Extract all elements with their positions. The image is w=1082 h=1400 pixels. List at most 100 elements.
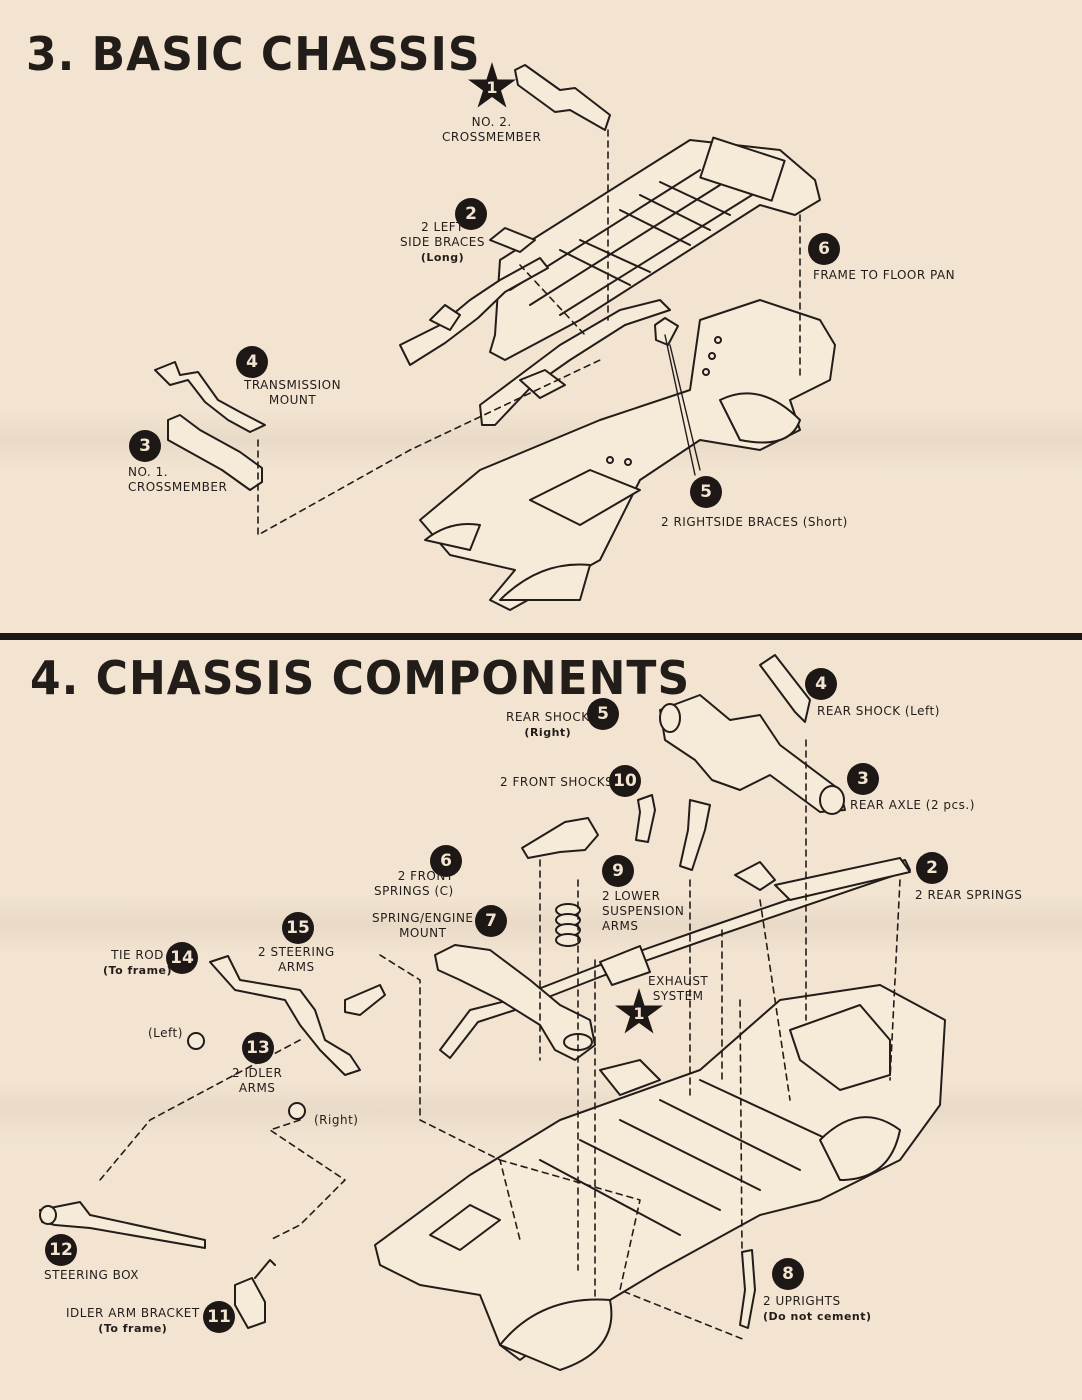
label-rear-shock-right: REAR SHOCK (Right) (506, 710, 590, 740)
label-idler-arms: 2 IDLER ARMS (232, 1066, 282, 1096)
idler-arm-left-part (187, 1032, 205, 1050)
lower-suspension-arm-part (521, 817, 599, 859)
label-line: ARMS (238, 1081, 276, 1095)
callout-badge-4: 4 (236, 346, 268, 378)
section-divider (0, 633, 1082, 640)
label-left-side-braces: 2 LEFT SIDE BRACES (Long) (400, 220, 485, 265)
frame-crossbars (559, 181, 731, 286)
label-frame-to-floor-pan: FRAME TO FLOOR PAN (813, 268, 955, 283)
no1-crossmember-part (167, 414, 263, 491)
callout-badge-5: 5 (690, 476, 722, 508)
callout-badge-13: 13 (242, 1032, 274, 1064)
label-line: 2 REAR SPRINGS (915, 888, 1023, 902)
upright-part (739, 1249, 756, 1329)
spring-engine-mount-part (434, 944, 596, 1061)
callout-badge-6: 6 (808, 233, 840, 265)
tie-rod-part (209, 955, 361, 1076)
label-exhaust-system: EXHAUST SYSTEM (648, 974, 708, 1004)
label-line: ARMS (602, 919, 639, 933)
front-spring-part (555, 903, 581, 947)
label-line: REAR SHOCK (Left) (817, 704, 940, 718)
callout-badge-4: 4 (805, 668, 837, 700)
chassis-components-diagram (39, 654, 946, 1371)
label-line: 2 LOWER (602, 889, 661, 903)
callout-badge-12: 12 (45, 1234, 77, 1266)
idler-arm-bracket-part (234, 1277, 266, 1329)
label-line: (Do not cement) (763, 1310, 872, 1323)
callout-badge-6: 6 (430, 845, 462, 877)
label-line: (To frame) (98, 1322, 168, 1335)
callout-badge-9: 9 (602, 855, 634, 887)
label-line: STEERING BOX (44, 1268, 139, 1282)
callout-badge-5: 5 (587, 698, 619, 730)
label-tie-rod: TIE ROD (To frame) (103, 948, 172, 978)
label-line: SPRING/ENGINE (372, 911, 474, 925)
section-title-chassis-components: 4. CHASSIS COMPONENTS (30, 652, 691, 706)
callout-badge-7: 7 (475, 905, 507, 937)
right-side-brace-part (654, 317, 679, 346)
callout-badge-15: 15 (282, 912, 314, 944)
label-line: 2 RIGHTSIDE BRACES (Short) (661, 515, 848, 529)
label-steering-box: STEERING BOX (44, 1268, 139, 1283)
label-line: FRAME TO FLOOR PAN (813, 268, 956, 282)
idler-arm-right-part (288, 1102, 306, 1120)
assembly-guide-lines (99, 739, 901, 1341)
label-line: MOUNT (268, 393, 317, 407)
label-rear-springs: 2 REAR SPRINGS (915, 888, 1022, 903)
chassis-frame (489, 139, 821, 361)
label-line: 2 UPRIGHTS (763, 1294, 841, 1308)
label-right-side: (Right) (314, 1113, 359, 1127)
label-line: 2 FRONT (397, 869, 454, 883)
label-idler-arm-bracket: IDLER ARM BRACKET (To frame) (66, 1306, 200, 1336)
rear-shock-left-part (759, 654, 811, 723)
label-spring-engine-mount: SPRING/ENGINE MOUNT (372, 911, 474, 941)
label-line: NO. 2. (471, 115, 512, 129)
rear-shock-right-part (679, 799, 711, 871)
label-lower-suspension-arms: 2 LOWER SUSPENSION ARMS (602, 889, 684, 934)
callout-number: 1 (486, 77, 498, 97)
label-line: REAR SHOCK (506, 710, 590, 724)
label-line: SIDE BRACES (400, 235, 485, 249)
callout-badge-3: 3 (847, 763, 879, 795)
label-front-springs: 2 FRONT SPRINGS (C) (374, 869, 454, 899)
callout-number: 1 (633, 1003, 645, 1023)
label-rear-shock-left: REAR SHOCK (Left) (817, 704, 940, 719)
label-rear-axle: REAR AXLE (2 pcs.) (850, 798, 975, 813)
left-frame-rail (399, 257, 549, 366)
no2-crossmember-part (514, 64, 611, 131)
label-line: EXHAUST (648, 974, 709, 988)
label-line: CROSSMEMBER (128, 480, 228, 494)
label-no2-crossmember: NO. 2. CROSSMEMBER (442, 115, 541, 145)
label-steering-arms: 2 STEERING ARMS (258, 945, 335, 975)
label-line: (To frame) (103, 964, 173, 977)
label-line: (Long) (420, 251, 465, 264)
engine-box (789, 1004, 891, 1091)
battery-box (699, 136, 786, 202)
label-line: NO. 1. (128, 465, 169, 479)
callout-badge-10: 10 (609, 765, 641, 797)
label-rightside-braces: 2 RIGHTSIDE BRACES (Short) (661, 515, 848, 530)
assembly-guide-lines (257, 129, 801, 536)
label-line: 2 FRONT SHOCKS (500, 775, 614, 789)
label-line: CROSSMEMBER (442, 130, 542, 144)
chassis-assembly (374, 984, 946, 1361)
label-line: 2 STEERING (258, 945, 335, 959)
section-title-basic-chassis: 3. BASIC CHASSIS (26, 28, 481, 82)
label-left-side: (Left) (148, 1026, 183, 1040)
label-line: 2 IDLER (232, 1066, 283, 1080)
callout-badge-8: 8 (772, 1258, 804, 1290)
label-line: MOUNT (399, 926, 447, 940)
frame-crossmembers (539, 1079, 841, 1236)
transmission-mount-part (154, 361, 266, 433)
label-no1-crossmember: NO. 1. CROSSMEMBER (128, 465, 227, 495)
label-front-shocks: 2 FRONT SHOCKS (500, 775, 613, 790)
floor-pan (419, 299, 836, 611)
label-transmission-mount: TRANSMISSION MOUNT (244, 378, 341, 408)
label-line: 2 LEFT (421, 220, 464, 234)
basic-chassis-diagram (154, 64, 836, 611)
label-line: SPRINGS (C) (374, 884, 454, 898)
label-line: TRANSMISSION (244, 378, 342, 392)
label-uprights: 2 UPRIGHTS (Do not cement) (763, 1294, 872, 1324)
right-frame-rail (479, 299, 671, 426)
